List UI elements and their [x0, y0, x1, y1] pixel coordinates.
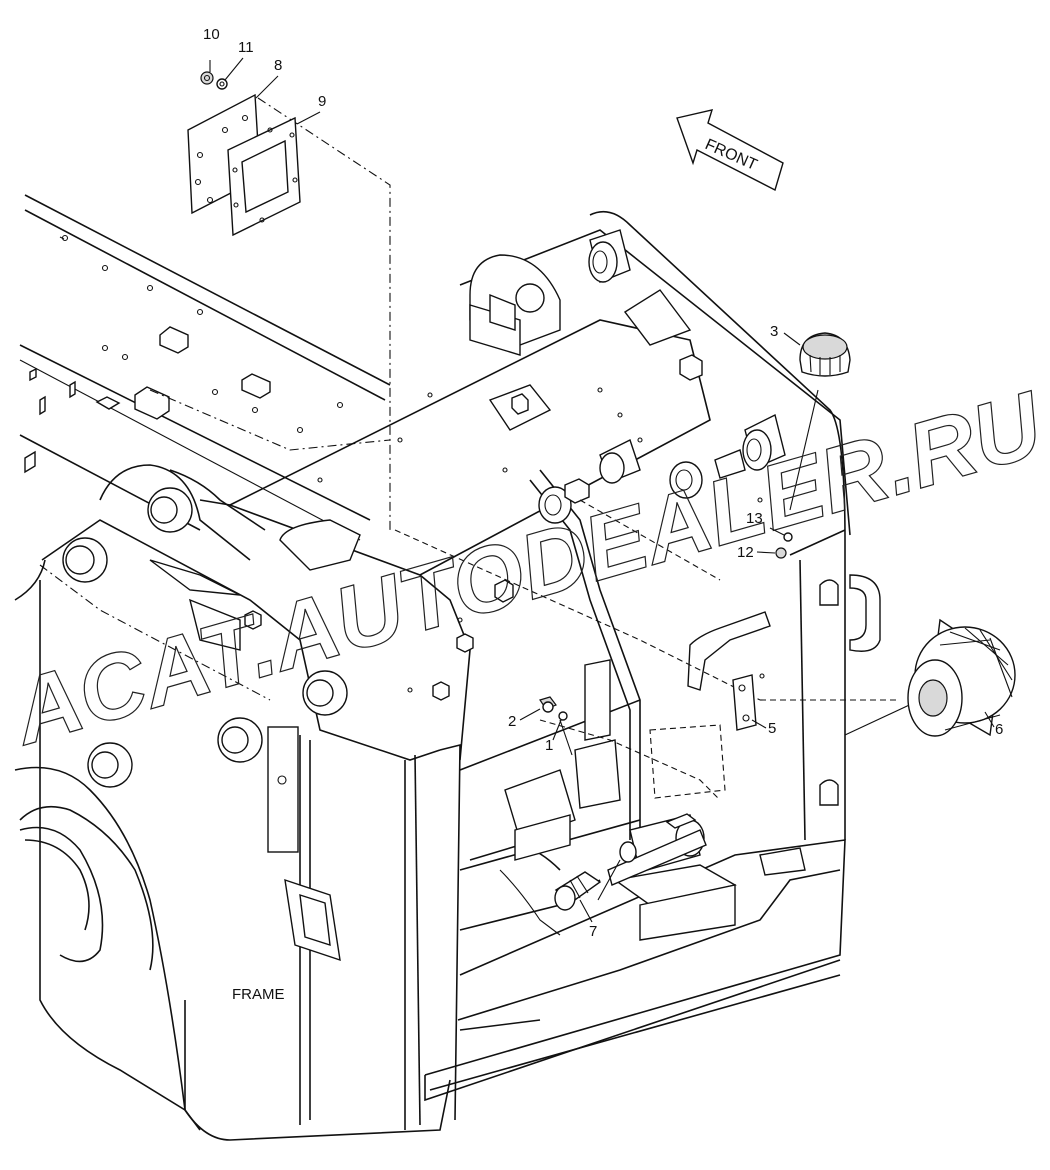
callout-9: 9: [318, 93, 326, 110]
part-1-oring: [558, 711, 568, 721]
callout-2: 2: [508, 713, 516, 730]
callout-6: 6: [995, 721, 1003, 738]
callouts: 10 11 8 9 3 13 12 2 1 5 6 7: [203, 26, 1003, 940]
bushing-mid-1: [302, 670, 348, 716]
callout-leaders: [224, 57, 995, 923]
frame-label: FRAME: [232, 986, 285, 1003]
part-2-plug: [539, 696, 557, 713]
part-11-washer: [216, 78, 228, 90]
part-6-filter: [907, 618, 1016, 737]
bushing-left-top: [62, 537, 108, 583]
part-7-fitting: [554, 871, 602, 911]
bushing-low: [87, 742, 133, 788]
front-direction-arrow: FRONT: [676, 109, 784, 192]
part-9-gasket: [227, 116, 301, 237]
handles: [267, 574, 881, 962]
lift-arm-bracket: [469, 254, 561, 356]
bushing-top-right: [588, 229, 631, 283]
bushings: [62, 229, 786, 788]
callout-5: 5: [768, 720, 776, 737]
leader-lines: [39, 60, 921, 901]
callout-13: 13: [746, 510, 763, 527]
part-10-nut: [200, 71, 214, 85]
callout-8: 8: [274, 57, 282, 74]
callout-12: 12: [737, 544, 754, 561]
callout-7: 7: [589, 923, 597, 940]
part-12-plug: [775, 547, 787, 559]
inner-components: [499, 611, 806, 941]
deck-features: [149, 289, 763, 701]
callout-1: 1: [545, 737, 553, 754]
part-13-washer: [783, 532, 793, 542]
callout-3: 3: [770, 323, 778, 340]
callout-11: 11: [238, 39, 254, 56]
part-5-bracket: [732, 673, 765, 731]
bushing-mid-2: [217, 717, 263, 763]
part-3-cap: [799, 332, 851, 377]
bushing-center: [538, 439, 703, 524]
watermark-text: ACAT.AUTODEALER.RU: [0, 372, 1050, 764]
bushing-right-mid: [742, 413, 786, 471]
bushing-arm: [147, 487, 193, 533]
callout-10: 10: [203, 26, 220, 43]
